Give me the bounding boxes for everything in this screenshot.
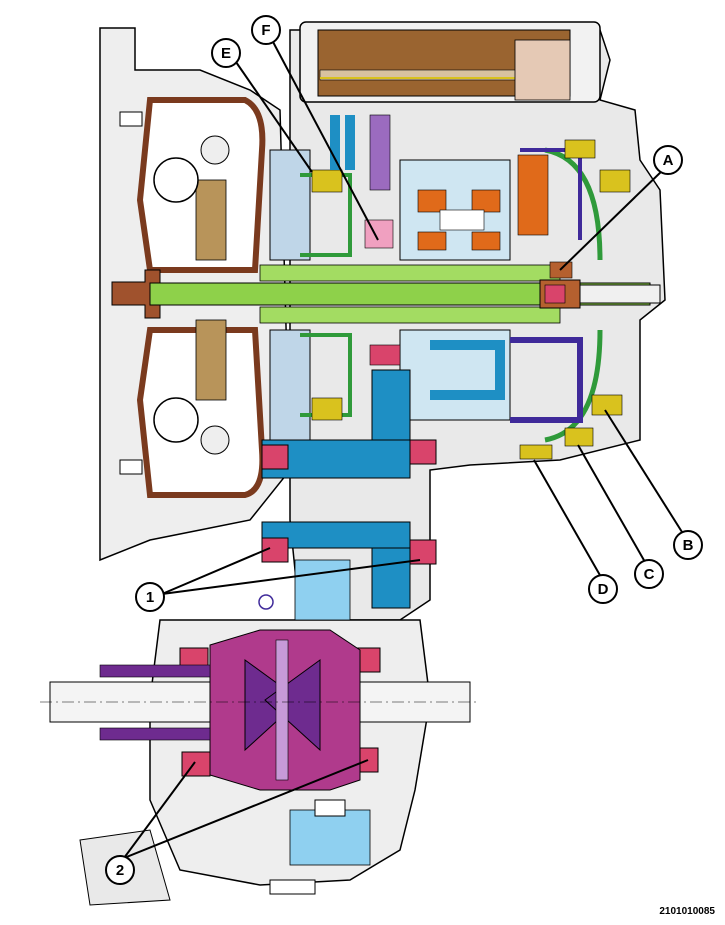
- piston-purple: [369, 114, 391, 191]
- leader-d: [533, 459, 602, 578]
- front-clutch-assembly: [269, 114, 391, 441]
- mount-bolt-lower: [269, 879, 316, 895]
- converter-stud-top: [119, 111, 143, 127]
- callout-d-circle: [588, 574, 618, 604]
- planet-gear-2: [471, 189, 501, 213]
- callout-d-label: D: [598, 581, 609, 598]
- leader-2b: [123, 759, 369, 859]
- callout-f-circle: [251, 15, 281, 45]
- clutch-pack-d: [519, 444, 553, 460]
- callout-a-circle: [653, 145, 683, 175]
- rear-drum-upper: [544, 147, 603, 261]
- ring-gear-lower: [430, 340, 505, 400]
- callout-b-circle: [673, 530, 703, 560]
- turbine-lower: [195, 319, 227, 401]
- bearing-upper-left: [261, 444, 289, 470]
- final-drive-bolt: [314, 799, 346, 817]
- leader-2a: [123, 761, 196, 859]
- idler-light-blue: [294, 559, 351, 621]
- leader-e: [235, 61, 313, 173]
- rear-drum-lower: [544, 329, 603, 443]
- clutch-pack-top: [564, 139, 596, 159]
- torque-converter: [111, 97, 266, 498]
- output-shaft-upper: [259, 264, 561, 282]
- callout-b-label: B: [683, 537, 694, 554]
- callout-e-label: E: [221, 45, 231, 62]
- damper-spring-lower: [153, 397, 199, 443]
- turbine-upper: [195, 179, 227, 261]
- planet-gear-4: [471, 231, 501, 251]
- transfer-gear-hub-lower: [371, 547, 411, 609]
- converter-stud-bottom: [119, 459, 143, 475]
- leader-c: [577, 444, 646, 563]
- pump-upper: [269, 149, 311, 261]
- final-drive-gear: [289, 809, 371, 866]
- bearing-upper-right: [409, 439, 437, 465]
- callout-a-label: A: [663, 152, 674, 169]
- violet-drum: [510, 337, 583, 423]
- callout-1-circle: [135, 582, 165, 612]
- leader-1a: [161, 547, 271, 595]
- converter-pilot: [111, 269, 161, 319]
- planet-gear-3: [417, 231, 447, 251]
- callout-e-circle: [211, 38, 241, 68]
- differential: [40, 594, 480, 895]
- callout-circles: A B C D E F 1 2: [105, 15, 703, 885]
- planet-gear-1: [417, 189, 447, 213]
- side-gear-right: [264, 659, 321, 752]
- clutch-pack-upper-right: [599, 169, 631, 193]
- rear-clutch-assembly: [510, 139, 631, 460]
- axle-seal-left-lower: [99, 727, 211, 741]
- callout-1-label: 1: [146, 589, 154, 606]
- transfer-gear: [261, 369, 411, 621]
- axle-seal-left: [99, 664, 211, 678]
- pinion-shaft: [275, 639, 289, 781]
- callout-c-label: C: [644, 566, 655, 583]
- shaft-end-stub: [579, 284, 661, 304]
- damper-spring-upper: [153, 157, 199, 203]
- valve-body-filter: [514, 39, 571, 101]
- leader-1b: [161, 559, 421, 595]
- bearing-top-mid: [369, 344, 401, 366]
- figure-id: 2101010085: [659, 906, 715, 917]
- converter-hub-lower: [200, 425, 230, 455]
- callout-f-label: F: [261, 22, 270, 39]
- callout-2-label: 2: [116, 862, 124, 879]
- orange-stack-top: [517, 154, 549, 236]
- leader-f: [271, 39, 379, 241]
- output-shaft-lower: [259, 306, 561, 324]
- callout-c-circle: [634, 559, 664, 589]
- clutch-pack-c: [564, 427, 594, 447]
- sun-gear-band: [439, 209, 485, 231]
- bearing-shaft-a: [544, 284, 566, 304]
- pump-lower: [269, 329, 311, 441]
- transfer-gear-hub: [371, 369, 411, 441]
- input-shaft: [149, 264, 661, 324]
- vent-ring: [258, 594, 274, 610]
- actuator-blue-2: [345, 115, 355, 170]
- valve-body: [299, 21, 601, 103]
- callout-2-circle: [105, 855, 135, 885]
- clutch-pack-e-upper: [311, 169, 343, 193]
- leader-b: [604, 409, 683, 533]
- converter-hub-upper: [200, 135, 230, 165]
- clutch-pack-e-lower: [311, 397, 343, 421]
- planetary-gear-sets: [364, 154, 549, 421]
- leader-a: [559, 167, 666, 271]
- callouts: [123, 39, 683, 859]
- actuator-blue-1: [330, 115, 340, 170]
